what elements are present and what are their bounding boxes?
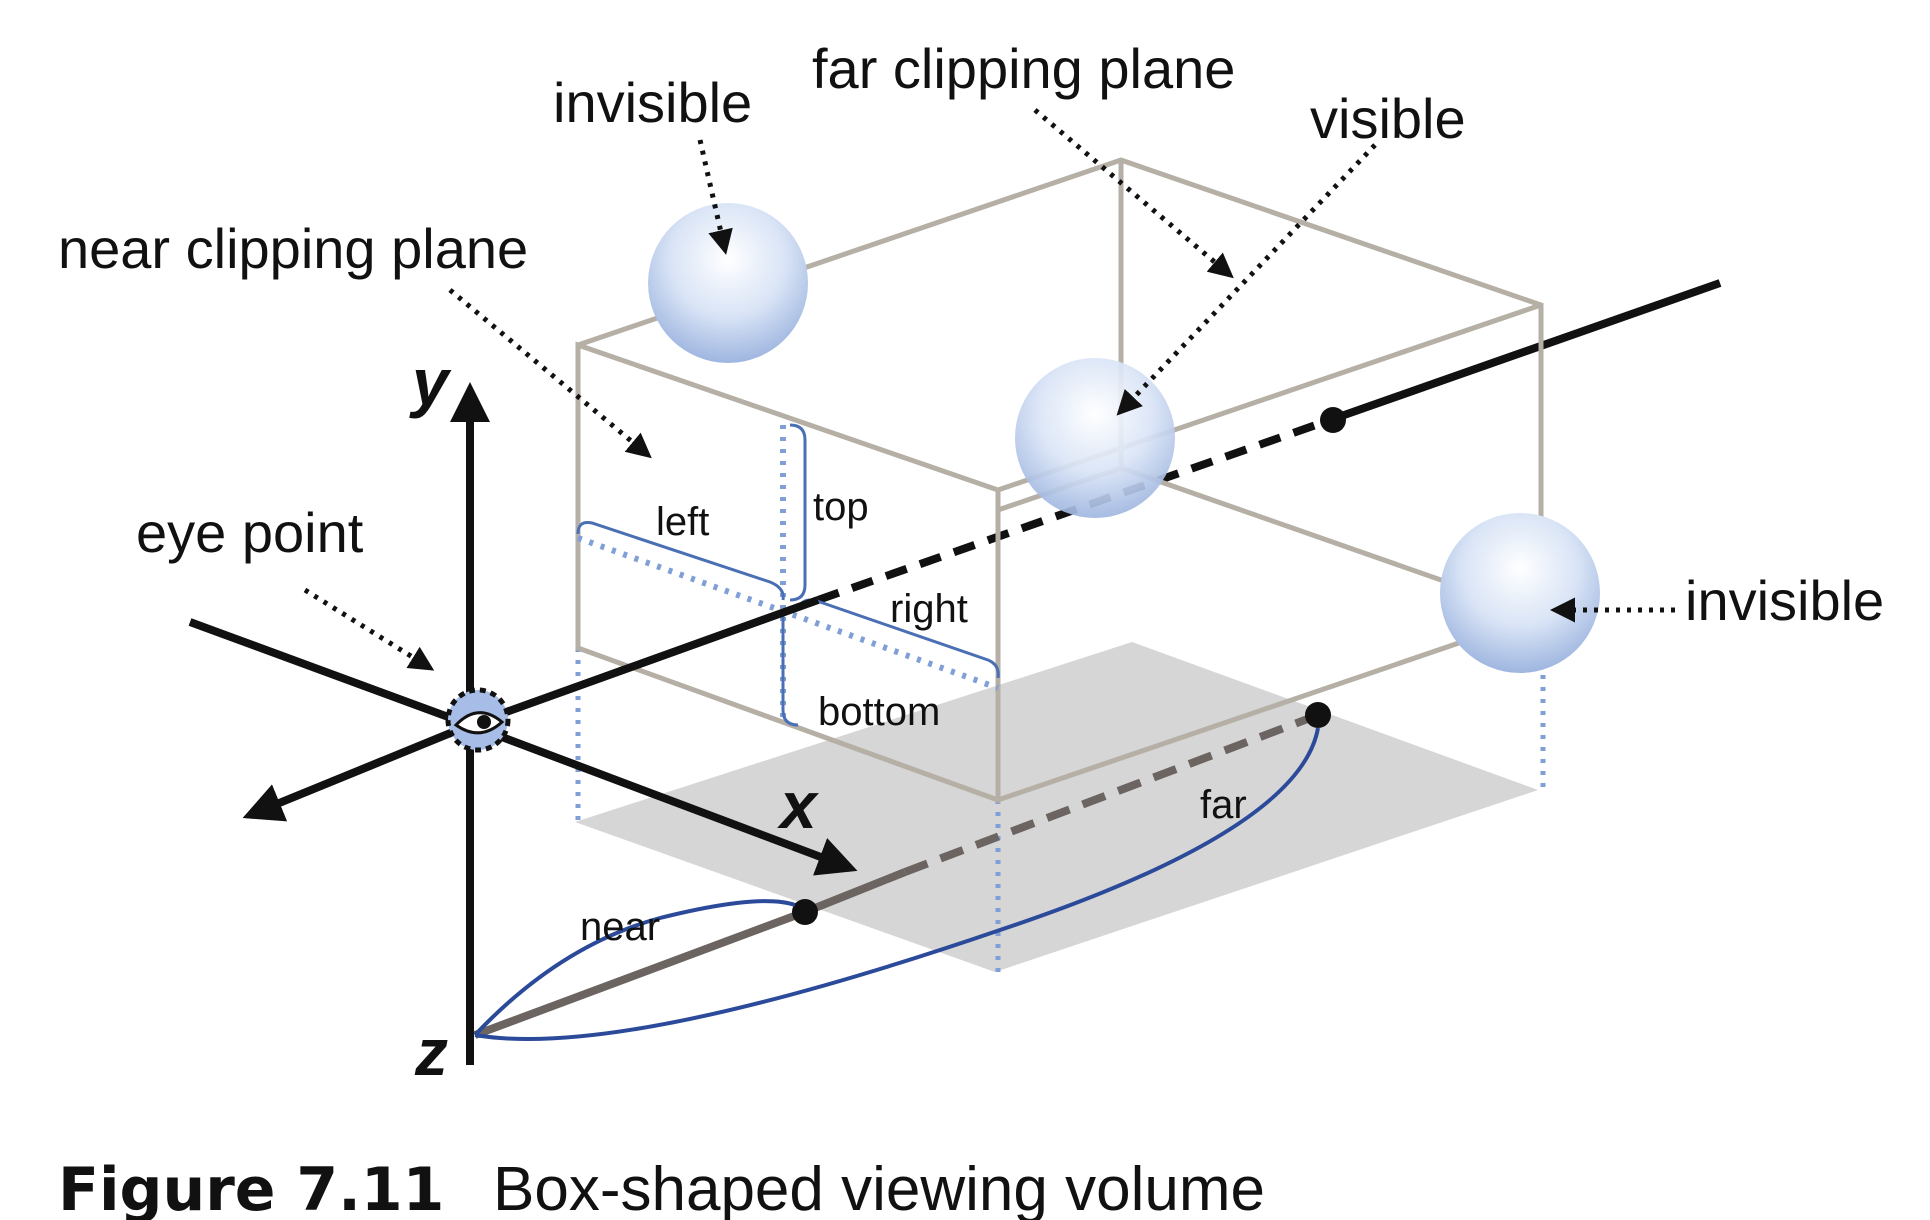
sphere-visible bbox=[1015, 358, 1175, 518]
near-point bbox=[792, 899, 818, 925]
label-invisible-right: invisible bbox=[1685, 569, 1884, 632]
eye-point-icon bbox=[445, 687, 511, 753]
far-point bbox=[1305, 702, 1331, 728]
view-axis-near bbox=[468, 596, 820, 729]
label-far-clipping-plane: far clipping plane bbox=[812, 37, 1235, 100]
label-near-clipping-plane: near clipping plane bbox=[58, 217, 528, 280]
near-distance-line bbox=[473, 908, 807, 1039]
axis-label-y: y bbox=[409, 345, 452, 419]
label-invisible-top: invisible bbox=[553, 71, 752, 134]
figure-number: Figure 7.11 bbox=[58, 1155, 444, 1220]
label-right: right bbox=[890, 587, 968, 631]
label-visible: visible bbox=[1310, 87, 1466, 150]
label-eye-point: eye point bbox=[136, 501, 364, 564]
far-plane-center-point bbox=[1320, 407, 1346, 433]
label-far: far bbox=[1200, 783, 1247, 827]
label-bottom: bottom bbox=[818, 690, 940, 734]
coordinate-axes bbox=[188, 382, 858, 1065]
near-to-far-segment bbox=[803, 868, 907, 916]
sphere-invisible-right bbox=[1440, 513, 1600, 673]
label-left: left bbox=[656, 500, 709, 544]
floor-projection bbox=[575, 642, 1538, 972]
figure-caption: Box-shaped viewing volume bbox=[493, 1155, 1265, 1220]
axis-label-x: x bbox=[777, 768, 819, 842]
view-axis-line bbox=[1328, 279, 1722, 424]
label-top: top bbox=[813, 485, 869, 529]
projection-lines bbox=[575, 615, 1546, 972]
axis-label-z: z bbox=[414, 1015, 448, 1089]
sphere-invisible-top bbox=[648, 203, 808, 363]
label-near: near bbox=[580, 905, 660, 949]
leader-arrows bbox=[303, 108, 1675, 671]
distance-brackets bbox=[473, 727, 1320, 1042]
